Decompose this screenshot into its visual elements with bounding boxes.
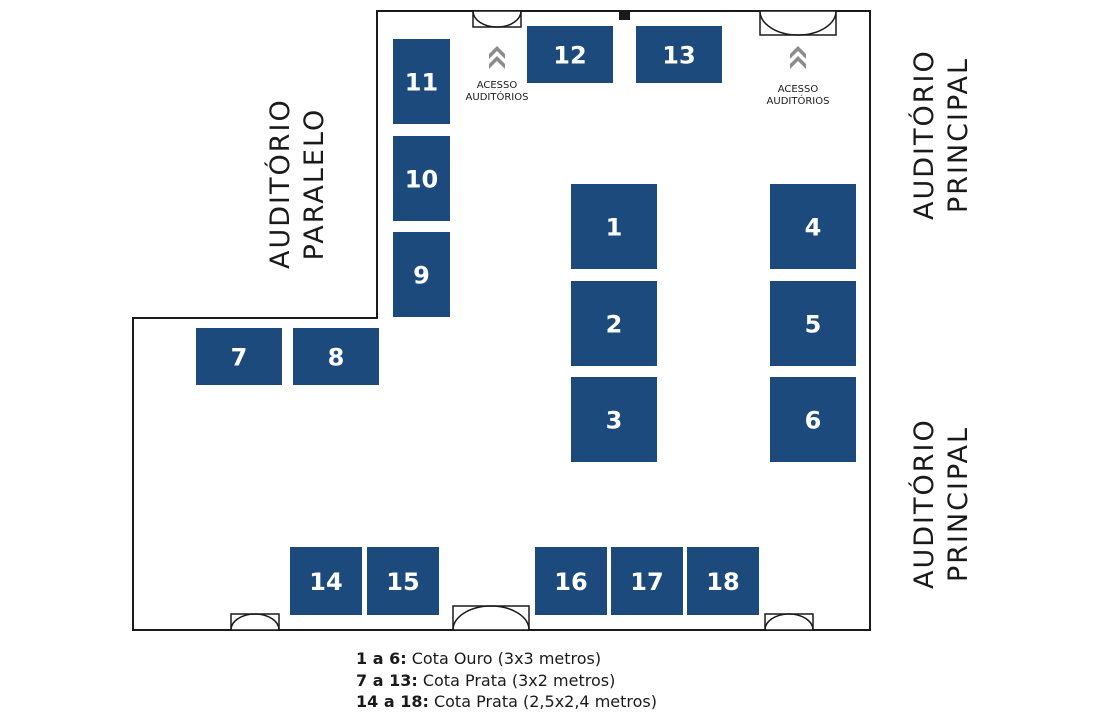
door-bottom-right [764,613,814,631]
booth-17: 17 [611,547,683,615]
booth-number: 16 [554,568,587,596]
booth-number: 4 [805,214,822,242]
access-arrow-right [790,46,806,69]
booth-2: 2 [571,281,657,366]
booth-box [535,547,607,615]
access-label-right-line1: ACESSO [778,84,819,95]
booth-box [527,26,613,83]
access-arrow-left [489,46,505,69]
auditorio-paralelo-line2: PARALELO [299,107,330,261]
legend: 1 a 6: Cota Ouro (3x3 metros) 7 a 13: Co… [356,648,657,713]
booth-box [367,547,439,615]
booth-box [571,281,657,366]
access-label-left-line2: AUDITÓRIOS [466,90,529,103]
booth-number: 1 [606,214,623,242]
door-top-right [759,10,837,36]
booth-5: 5 [770,281,856,366]
booth-4: 4 [770,184,856,269]
booth-14: 14 [290,547,362,615]
auditorio-principal-top-label: AUDITÓRIO PRINCIPAL [908,49,976,220]
booth-box [393,232,450,317]
booth-number: 9 [413,262,430,290]
booth-box [687,547,759,615]
booth-number: 6 [805,407,822,435]
booth-13: 13 [636,26,722,83]
legend-row: 1 a 6: Cota Ouro (3x3 metros) [356,648,657,670]
booth-box [770,281,856,366]
booth-number: 11 [405,69,438,97]
booth-number: 12 [553,42,586,70]
booth-box [196,328,282,385]
booth-number: 8 [328,344,345,372]
auditorio-principal-bottom-label: AUDITÓRIO PRINCIPAL [908,418,976,589]
room-wall [132,10,871,631]
door-bottom-center [452,605,530,631]
booth-box [770,377,856,462]
booth-box [636,26,722,83]
booth-number: 3 [606,407,623,435]
booth-number: 10 [405,166,438,194]
booth-10: 10 [393,136,450,221]
booth-7: 7 [196,328,282,385]
auditorio-principal-top-line2: PRINCIPAL [943,56,974,214]
booth-box [611,547,683,615]
legend-description: Cota Prata (3x2 metros) [422,670,616,690]
legend-range: 1 a 6: [356,649,407,668]
booth-12: 12 [527,26,613,83]
legend-description: Cota Ouro (3x3 metros) [411,649,602,668]
access-label-right-line2: AUDITÓRIOS [767,94,830,107]
booth-16: 16 [535,547,607,615]
booth-box [393,136,450,221]
booth-11: 11 [393,39,450,124]
auditorio-paralelo-label: AUDITÓRIO PARALELO [264,98,332,269]
booth-number: 13 [662,42,695,70]
legend-description: Cota Prata (2,5x2,4 metros) [433,692,657,711]
booth-18: 18 [687,547,759,615]
door-top-left [472,10,522,28]
booth-9: 9 [393,232,450,317]
auditorio-principal-bottom-line1: AUDITÓRIO [909,418,940,589]
access-label-left-line1: ACESSO [477,80,518,91]
booth-box [571,377,657,462]
booth-box [770,184,856,269]
booth-box [571,184,657,269]
door-bottom-left [230,613,280,631]
booth-number: 18 [706,568,739,596]
booth-box [293,328,379,385]
booth-number: 15 [386,568,419,596]
auditorio-principal-bottom-line2: PRINCIPAL [943,425,974,583]
booth-number: 17 [630,568,663,596]
booth-3: 3 [571,377,657,462]
booth-number: 7 [231,344,248,372]
booth-number: 2 [606,311,623,339]
wall-marker [619,11,630,20]
auditorio-principal-top-line1: AUDITÓRIO [909,49,940,220]
booth-box [393,39,450,124]
booth-8: 8 [293,328,379,385]
legend-range: 7 a 13: [356,670,418,690]
booth-6: 6 [770,377,856,462]
legend-row: 7 a 13: Cota Prata (3x2 metros) [356,670,657,692]
booth-box [290,547,362,615]
legend-range: 14 a 18: [356,692,429,711]
booth-number: 14 [309,568,342,596]
booth-1: 1 [571,184,657,269]
booth-number: 5 [805,311,822,339]
booth-15: 15 [367,547,439,615]
auditorio-paralelo-line1: AUDITÓRIO [265,98,296,269]
legend-row: 14 a 18: Cota Prata (2,5x2,4 metros) [356,691,657,713]
